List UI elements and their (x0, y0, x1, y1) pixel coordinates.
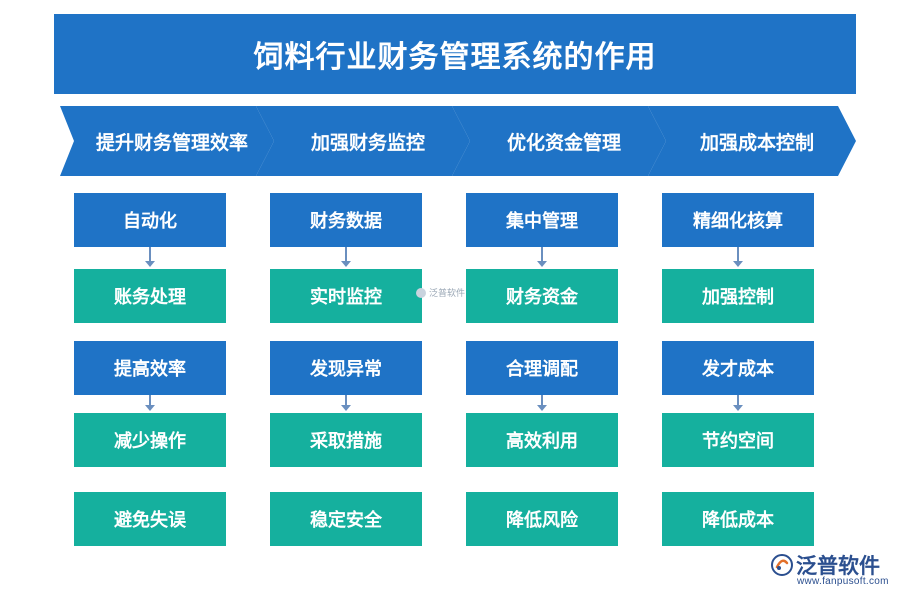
brand-logo-icon (771, 554, 793, 576)
flow-step-label: 财务资金 (506, 287, 578, 308)
flow-step-label: 自动化 (123, 211, 177, 232)
flow-step-label: 账务处理 (114, 287, 186, 308)
flow-step-label: 降低成本 (702, 510, 774, 531)
title-banner: 饲料行业财务管理系统的作用 (54, 14, 856, 94)
flow-step: 避免失误 (74, 492, 226, 546)
flow-step: 集中管理 (466, 193, 618, 247)
down-arrow-icon (341, 395, 351, 411)
flow-step: 降低成本 (662, 492, 814, 546)
flow-step-label: 加强控制 (702, 287, 774, 308)
column-header-label: 加强成本控制 (699, 131, 814, 154)
flow-step-label: 发才成本 (702, 359, 774, 380)
flow-step-label: 稳定安全 (310, 510, 382, 531)
flow-step-label: 采取措施 (310, 431, 382, 452)
column-header-label: 提升财务管理效率 (95, 131, 248, 154)
column-header-2: 加强财务监控 (256, 106, 470, 176)
flow-step: 加强控制 (662, 269, 814, 323)
flow-step: 自动化 (74, 193, 226, 247)
flow-step-label: 提高效率 (114, 359, 186, 380)
flow-step-label: 高效利用 (506, 431, 578, 452)
down-arrow-icon (537, 395, 547, 411)
flow-step-label: 精细化核算 (693, 211, 783, 232)
brand-logo: 泛普软件 www.fanpusoft.com (770, 550, 889, 590)
flow-step-label: 集中管理 (506, 211, 578, 232)
flow-step-label: 财务数据 (310, 211, 382, 232)
page-title: 饲料行业财务管理系统的作用 (253, 40, 657, 75)
flow-step: 节约空间 (662, 413, 814, 467)
flow-step: 合理调配 (466, 341, 618, 395)
down-arrow-icon (537, 247, 547, 267)
flow-step-label: 实时监控 (310, 287, 382, 308)
down-arrow-icon (733, 395, 743, 411)
flow-step: 实时监控 (270, 269, 422, 323)
down-arrow-icon (145, 247, 155, 267)
flow-step-label: 降低风险 (506, 510, 578, 531)
down-arrow-icon (341, 247, 351, 267)
flow-step-label: 节约空间 (702, 431, 774, 452)
flow-step: 财务数据 (270, 193, 422, 247)
flow-step: 精细化核算 (662, 193, 814, 247)
column-header-1: 提升财务管理效率 (60, 106, 274, 176)
column-header-4: 加强成本控制 (648, 106, 856, 176)
flow-step: 高效利用 (466, 413, 618, 467)
flow-step: 稳定安全 (270, 492, 422, 546)
watermark: 泛普软件 (416, 286, 465, 299)
flow-step: 账务处理 (74, 269, 226, 323)
down-arrow-icon (733, 247, 743, 267)
brand-name: 泛普软件 (796, 554, 880, 578)
flow-step-label: 合理调配 (506, 359, 578, 380)
flow-step: 财务资金 (466, 269, 618, 323)
column-header-label: 加强财务监控 (310, 131, 425, 154)
brand-url: www.fanpusoft.com (797, 576, 889, 587)
flow-step: 发现异常 (270, 341, 422, 395)
watermark-logo-icon (416, 287, 426, 298)
flow-step-label: 减少操作 (114, 431, 186, 452)
flow-step: 降低风险 (466, 492, 618, 546)
flow-step-label: 避免失误 (114, 510, 186, 531)
flow-step-label: 发现异常 (310, 359, 382, 380)
flow-step: 减少操作 (74, 413, 226, 467)
column-header-3: 优化资金管理 (452, 106, 666, 176)
column-header-label: 优化资金管理 (506, 131, 621, 154)
flow-step: 采取措施 (270, 413, 422, 467)
down-arrow-icon (145, 395, 155, 411)
flow-step: 发才成本 (662, 341, 814, 395)
flow-step: 提高效率 (74, 341, 226, 395)
watermark-text: 泛普软件 (429, 289, 466, 299)
